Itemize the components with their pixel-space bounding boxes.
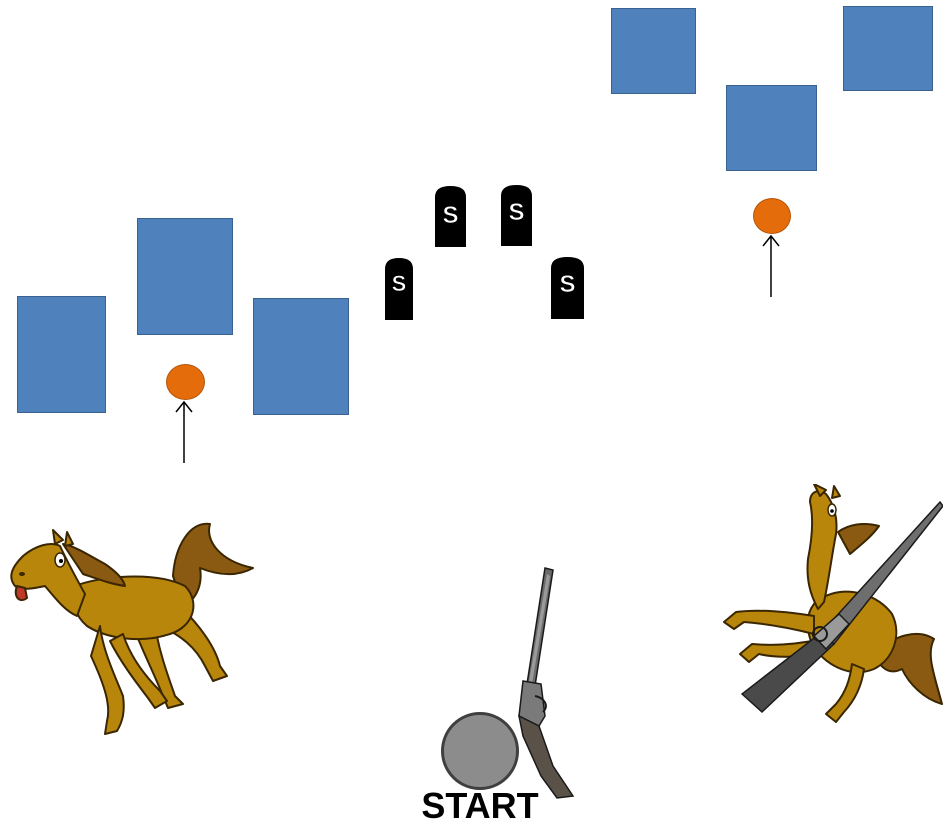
- running-horse-icon: [10, 522, 254, 735]
- start-label[interactable]: START: [421, 785, 539, 826]
- block-left-2: [137, 218, 233, 335]
- block-top-right-1: [611, 8, 696, 94]
- tombstone-s-icon: S: [551, 257, 584, 319]
- tombstone-letter: S: [508, 199, 524, 226]
- block-left-1: [17, 296, 106, 413]
- shotgun-icon: [517, 567, 575, 799]
- block-top-right-2: [843, 6, 933, 91]
- tombstone-letter: S: [392, 271, 407, 296]
- tombstone-letter: S: [559, 271, 575, 298]
- tombstone-s-icon: S: [501, 185, 532, 246]
- start-button[interactable]: [441, 712, 519, 790]
- tombstone-s-icon: S: [385, 258, 413, 320]
- block-top-right-3: [726, 85, 817, 171]
- tombstone-s-icon: S: [435, 186, 466, 247]
- rifle-icon: [740, 500, 943, 714]
- up-arrow-right-icon: [762, 234, 780, 297]
- target-ball-right: [753, 198, 791, 234]
- block-left-3: [253, 298, 349, 415]
- tombstone-letter: S: [442, 202, 458, 229]
- target-ball-left: [166, 364, 205, 400]
- horse-with-rifle-icon: [723, 484, 943, 723]
- up-arrow-left-icon: [175, 400, 193, 463]
